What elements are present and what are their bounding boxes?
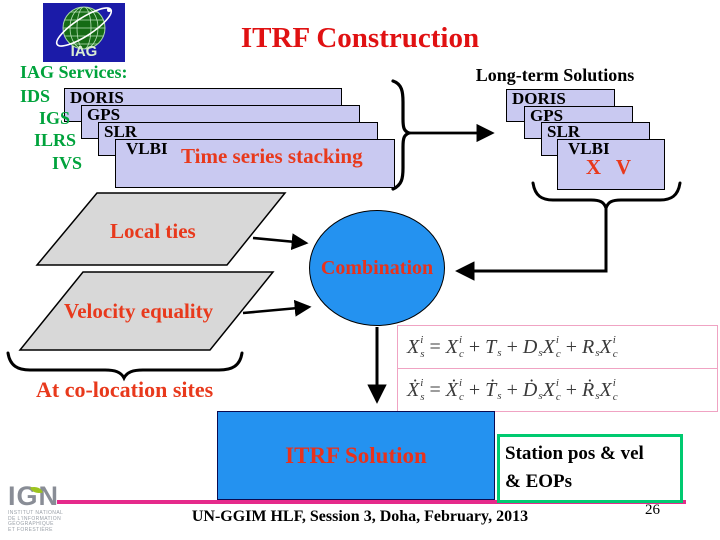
service-label-ids: IDS: [20, 86, 51, 106]
arrow-localties-to-combination: [252, 233, 309, 251]
left-stack-box-vlbi: VLBI: [115, 139, 395, 188]
magenta-divider-line: [57, 500, 686, 504]
local-ties-parallelogram: [35, 192, 287, 266]
arrow-velocity-to-combination: [242, 299, 312, 317]
math-token: +: [506, 335, 518, 358]
footer-caption: UN-GGIM HLF, Session 3, Doha, February, …: [191, 508, 529, 525]
service-label-igs: IGS: [39, 108, 71, 128]
satellite-icon: [107, 8, 111, 12]
math-token: =: [429, 378, 441, 401]
xv-caption: X V: [585, 155, 637, 179]
velocity-equality-label: Velocity equality: [64, 299, 214, 323]
combination-node: Combination: [309, 210, 445, 326]
station-output-box: Station pos & vel & EOPs: [497, 434, 683, 503]
ign-logo-subtitle: INSTITUT NATIONAL DE L'INFORMATION GÉOGR…: [8, 510, 64, 533]
itrf-solution-box: ITRF Solution: [217, 411, 495, 500]
combination-label: Combination: [320, 256, 434, 279]
ign-logo-text: IGN: [8, 481, 60, 511]
velocity-equality-parallelogram: [18, 271, 275, 351]
iag-logo-text: IAG: [71, 43, 98, 60]
under-brace-colocation: [6, 351, 244, 382]
right-stack-box-vlbi: VLBI: [557, 139, 665, 190]
station-output-line2: & EOPs: [505, 471, 573, 492]
service-label-ivs: IVS: [52, 153, 83, 173]
math-token: +: [468, 335, 481, 358]
at-colocation-sites-label: At co-location sites: [36, 377, 214, 402]
math-token: +: [506, 378, 518, 401]
arrow-longterm-to-combination: [455, 205, 608, 281]
local-ties-label: Local ties: [110, 219, 196, 243]
iag-logo: IAG: [43, 3, 125, 62]
right-curly-brace: [391, 79, 414, 191]
station-output-line1: Station pos & vel: [505, 443, 644, 464]
long-term-solutions-heading: Long-term Solutions: [475, 65, 635, 85]
math-token: +: [565, 378, 577, 401]
page-number: 26: [645, 502, 660, 518]
service-label-ilrs: ILRS: [34, 130, 77, 150]
ign-logo: IGN INSTITUT NATIONAL DE L'INFORMATION G…: [8, 483, 63, 533]
itrf-solution-label: ITRF Solution: [285, 442, 427, 468]
math-token: +: [565, 335, 577, 358]
services-heading: IAG Services:: [20, 62, 128, 82]
slide-title: ITRF Construction: [240, 22, 480, 54]
time-series-stacking-caption: Time series stacking: [181, 144, 363, 168]
math-token: +: [468, 378, 481, 401]
math-token: =: [429, 335, 441, 358]
